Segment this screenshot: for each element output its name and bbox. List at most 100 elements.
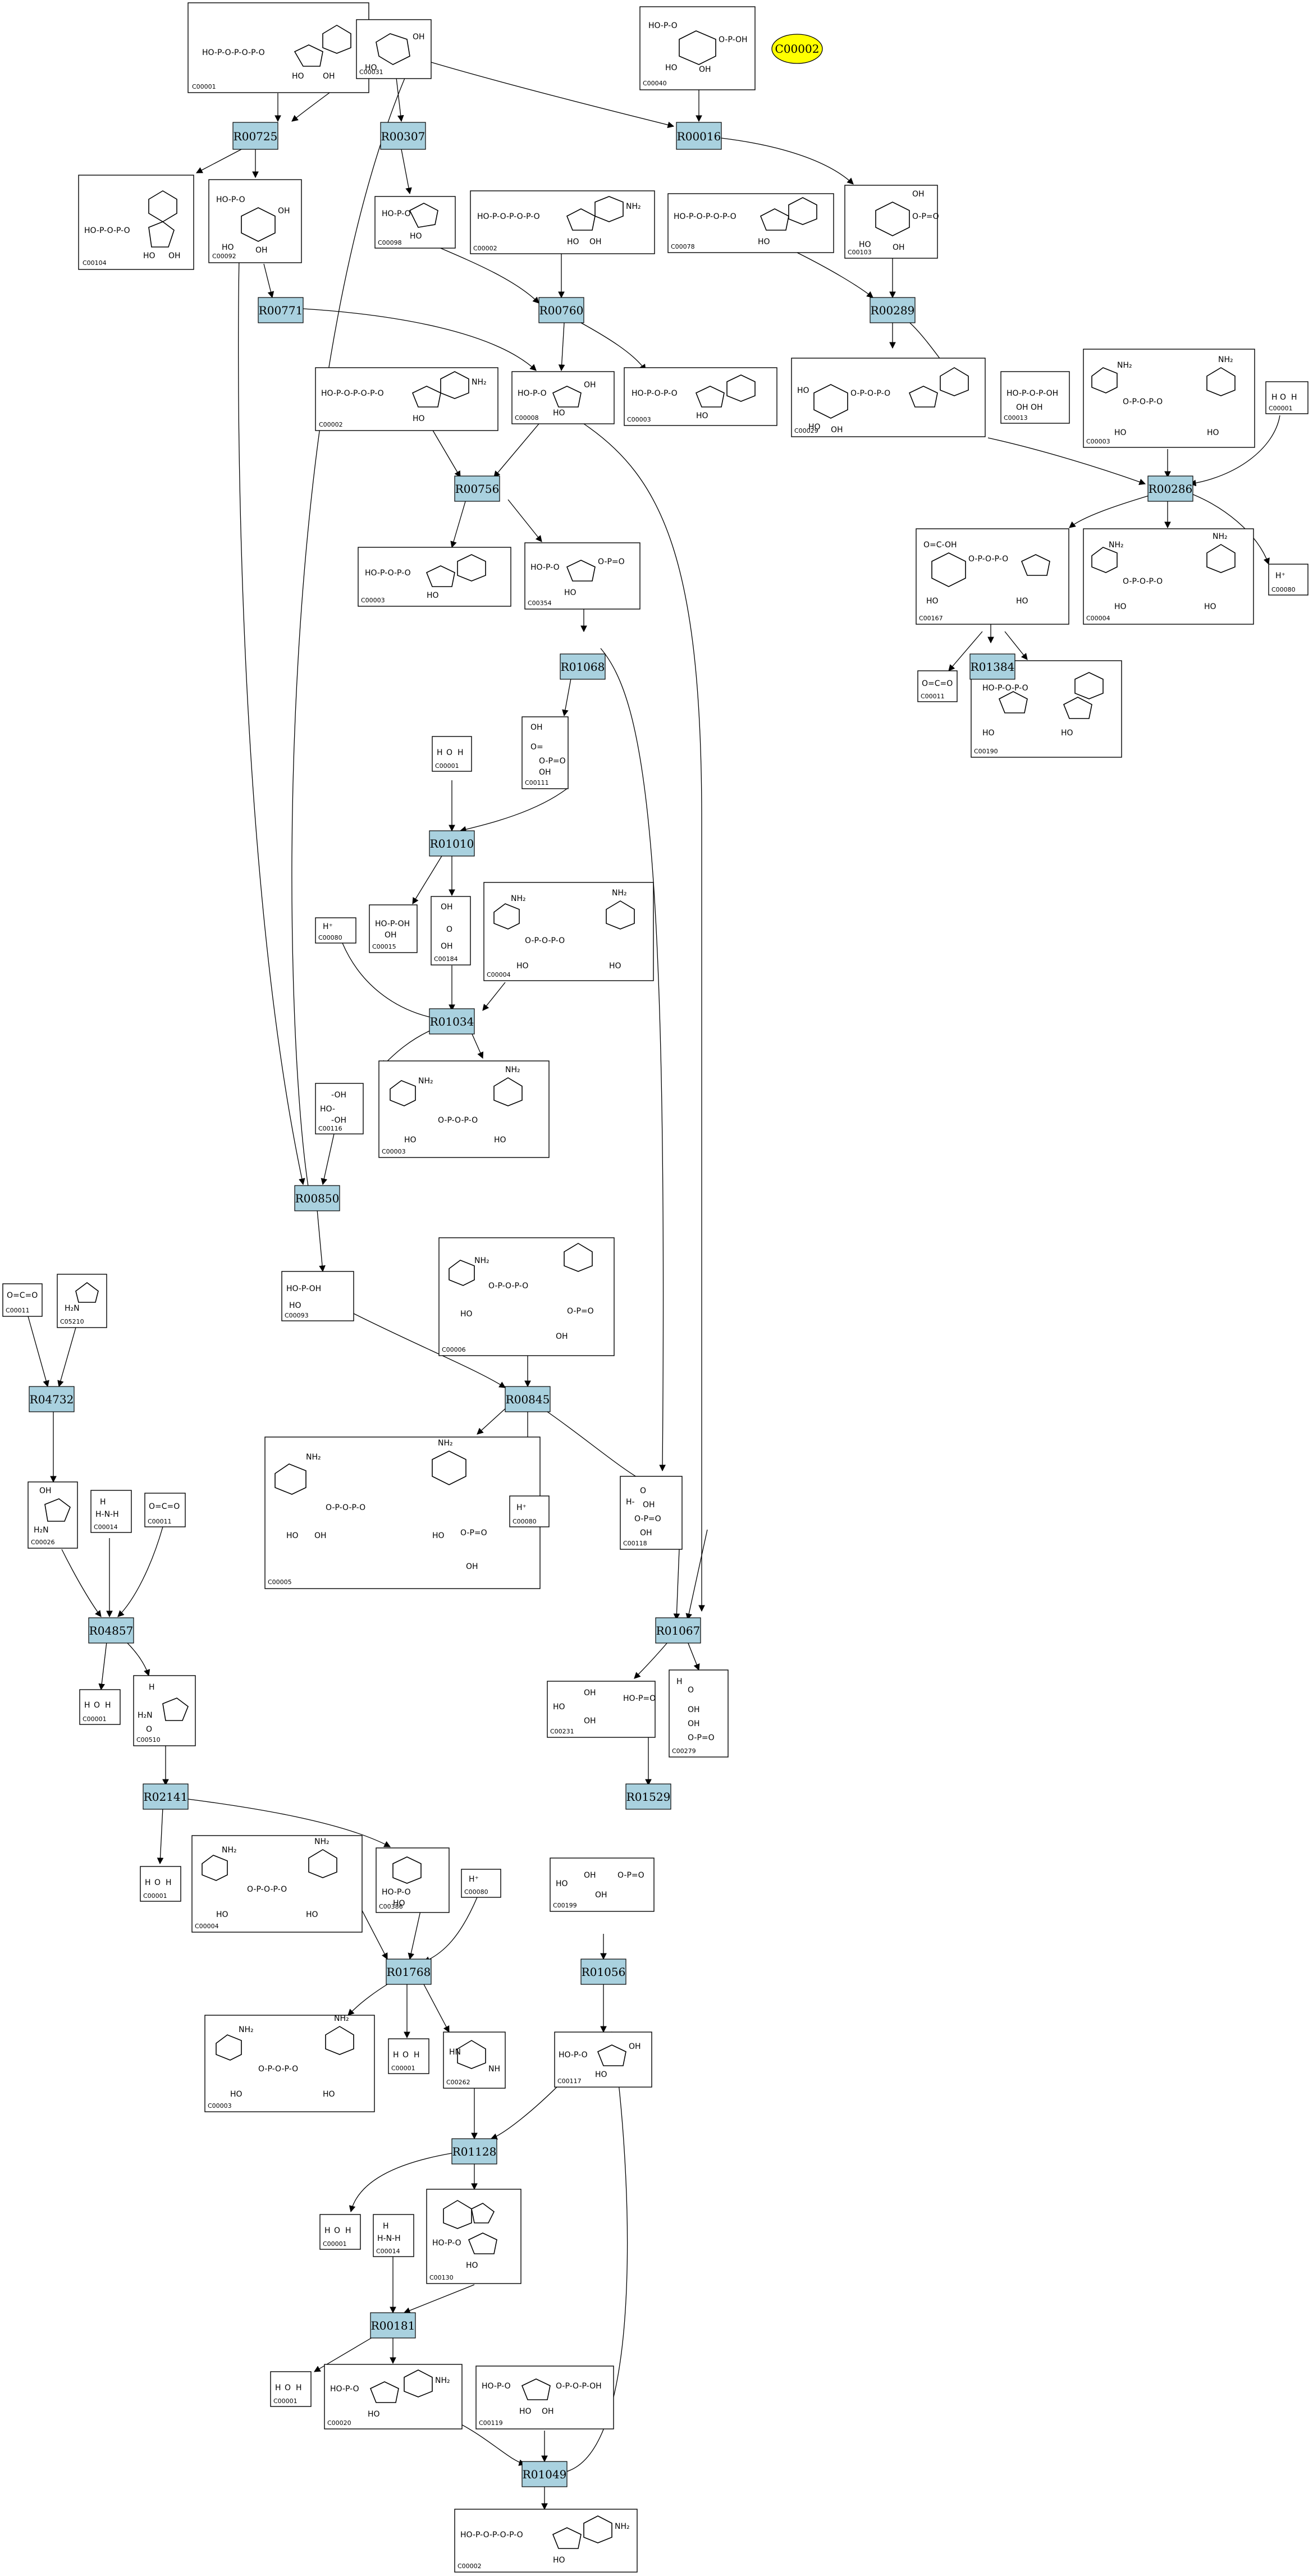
reaction-node[interactable]: R01067 [655,1617,701,1644]
compound-node[interactable]: OH H₂N C00026 [28,1481,78,1549]
reaction-node[interactable]: R01010 [429,830,475,857]
compound-node[interactable]: H O H C00001 [432,736,472,772]
reaction-node[interactable]: R00016 [676,122,722,150]
reaction-node[interactable]: R02141 [143,1783,189,1810]
reaction-node[interactable]: R01056 [580,1959,626,1985]
compound-node[interactable]: HO-P-O-P-O-P-O HO C00078 [667,193,834,253]
compound-node[interactable]: OH O OH C00184 [431,896,471,966]
reaction-node[interactable]: R01049 [521,2461,568,2487]
compound-node[interactable]: HO-P-O OH HO C00117 [554,2031,652,2088]
compound-node[interactable]: HO-P-O HO C00130 [426,2189,521,2284]
compound-node[interactable]: HO O-P-O-P-O HO OH C00029 [791,358,986,437]
compound-node[interactable]: O=C=O C00011 [2,1283,43,1317]
compound-node[interactable]: HO-P-O-P-OH OH OH C00013 [1000,371,1070,424]
reaction-node[interactable]: R01768 [386,1959,432,1985]
compound-node[interactable]: HO-P-O O-P-O-P-OH HO OH C00119 [475,2365,614,2429]
compound-node[interactable]: H O H C00001 [79,1689,121,1725]
compound-node[interactable]: HO-P-O-P-O HO OH C00104 [78,175,194,270]
compound-node[interactable]: H O H C00001 [388,2038,429,2074]
compound-id: C00040 [643,80,667,87]
compound-node[interactable]: HO-P-OH OH C00015 [369,904,418,953]
reaction-node[interactable]: R01034 [429,1008,475,1035]
compound-node[interactable]: OH HO HO-P=O OH C00231 [547,1681,656,1738]
reaction-node[interactable]: R00307 [380,122,426,150]
compound-node[interactable]: O=C-OH O-P-O-P-O HO HO C00167 [916,528,1069,625]
compound-node[interactable]: HO-P-O OH HO OH C00092 [208,179,302,263]
compound-node[interactable]: HO-P-O-P-O-P-O NH₂ HO C00002 [454,2509,638,2573]
compound-node[interactable]: H O OH OH O-P=O C00279 [669,1669,729,1758]
compound-node[interactable]: H⁺ C00080 [461,1869,501,1898]
compound-node[interactable]: HO-P-O-P-O-P-O NH₂ HO C00002 [315,367,498,431]
svg-text:HO-P-O: HO-P-O [382,1888,411,1897]
compound-node[interactable]: NH₂ O-P-O-P-O NH₂ HO HO C00003 [1083,349,1255,448]
svg-text:H₂N: H₂N [138,1711,153,1720]
highlight-label: C00002 [775,42,820,56]
compound-node[interactable]: NH₂ O-P-O-P-O NH₂ HO HO C00004 [483,882,654,981]
compound-node[interactable]: H O H C00001 [1265,381,1309,414]
reaction-node[interactable]: R00181 [370,2312,416,2339]
svg-text:HO-P-O: HO-P-O [432,2239,461,2248]
compound-node[interactable]: HO-P-O O-P-OH HO OH C00040 [639,6,756,90]
compound-node[interactable]: HO-P-OH HO C00093 [281,1271,354,1321]
reaction-node[interactable]: R00286 [1147,475,1193,502]
compound-node[interactable]: H₂N C05210 [57,1274,107,1328]
compound-node[interactable]: H O H C00001 [319,2214,361,2250]
compound-node[interactable]: NH₂ O-P-O-P-O NH₂ HO HO C00004 [1083,528,1254,625]
compound-node[interactable]: HO-P-O-P-O-P-O HO OH C00001 [187,2,369,93]
compound-node[interactable]: OH HO C00031 [356,19,432,79]
compound-node[interactable]: HO-P-O OH HO C00008 [511,371,615,424]
reaction-node[interactable]: R00725 [232,122,278,150]
compound-node[interactable]: NH₂ O-P-O-P-O O-P=O HO OH C00006 [438,1237,615,1356]
compound-node[interactable]: HO OH O-P=O OH C00199 [550,1857,655,1912]
reaction-node[interactable]: R01384 [969,653,1015,680]
reaction-node[interactable]: R00289 [870,297,916,323]
compound-node[interactable]: H O H C00001 [140,1866,181,1902]
reaction-node[interactable]: R00845 [505,1386,551,1412]
highlighted-compound[interactable]: C00002 [771,34,823,64]
compound-node[interactable]: HO-P-O HO C00386 [376,1847,450,1913]
edge [28,1316,49,1388]
compound-node[interactable]: OH O= O-P=O OH C00111 [521,716,569,789]
compound-node[interactable]: HN NH C00262 [443,2031,506,2089]
compound-node[interactable]: NH₂ O-P-O-P-O NH₂ HO HO C00003 [204,2014,375,2112]
compound-node[interactable]: NH₂ O-P-O-P-O NH₂ HO HO C00004 [191,1835,363,1933]
compound-node[interactable]: NH₂ O-P-O-P-O NH₂ O-P=O HO OH HO OH C000… [264,1436,541,1589]
compound-node[interactable]: O H- OH O-P=O OH C00118 [620,1476,683,1550]
compound-node[interactable]: HO-P-O HO C00098 [374,196,456,249]
compound-node[interactable]: HO-P-O-P-O-P-O NH₂ HO OH C00002 [470,190,655,254]
svg-text:OH: OH [530,723,543,732]
reaction-label: R01010 [430,837,474,850]
compound-node[interactable]: O=C=O C00011 [144,1493,186,1527]
edge [583,423,705,1612]
reaction-node[interactable]: R01529 [625,1783,671,1810]
reaction-node[interactable]: R04857 [88,1617,134,1644]
reaction-node[interactable]: R00756 [454,475,500,502]
reaction-node[interactable]: R00771 [258,297,304,323]
compound-node[interactable]: H⁺ C00080 [315,917,356,944]
reaction-node[interactable]: R00850 [294,1185,340,1211]
compound-node[interactable]: HO-P-O-P-O HO C00003 [358,547,511,607]
compound-node[interactable]: H O H C00001 [270,2371,312,2407]
reaction-node[interactable]: R04732 [29,1386,75,1412]
reaction-node[interactable]: R01068 [560,653,606,680]
compound-node[interactable]: HO-P-O-P-O HO C00003 [624,367,777,426]
compound-node[interactable]: H H-N-H C00014 [90,1490,132,1533]
svg-text:OH: OH [831,425,843,434]
edge [987,437,1146,485]
compound-node[interactable]: H H-N-H C00014 [373,2214,414,2257]
reaction-node[interactable]: R00760 [538,297,584,323]
compound-node[interactable]: -OH HO- -OH C00116 [315,1083,364,1134]
compound-node[interactable]: H⁺ C00080 [1268,564,1309,596]
svg-text:HO: HO [292,72,304,81]
compound-node[interactable]: H⁺ C00080 [509,1495,550,1527]
compound-node[interactable]: H H₂N O C00510 [133,1675,196,1746]
reaction-node[interactable]: R01128 [451,2138,497,2165]
compound-node[interactable]: O=C=O C00011 [917,670,958,702]
compound-node[interactable]: HO-P-O O-P=O HO C00354 [524,542,641,610]
compound-id: C00510 [136,1736,161,1744]
compound-node[interactable]: HO-P-O NH₂ HO C00020 [324,2364,463,2429]
compound-node[interactable]: NH₂ O-P-O-P-O NH₂ HO HO C00003 [378,1060,550,1158]
atom-label: O [94,1701,100,1710]
atom-label: O=C=O [922,679,953,688]
compound-node[interactable]: OH O-P=O HO OH C00103 [844,185,939,259]
